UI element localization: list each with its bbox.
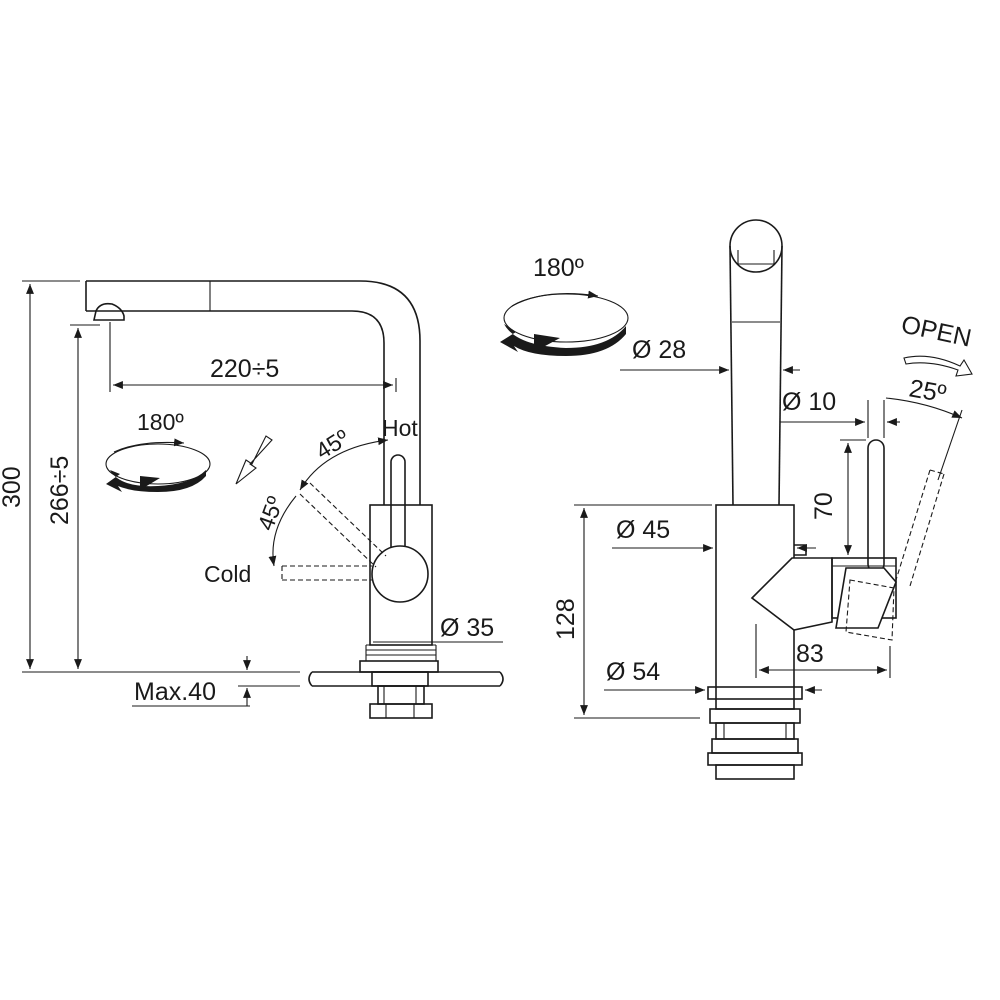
dimension-lever-diameter: Ø 10 [780, 388, 900, 438]
dimension-spout-diameter: Ø 28 [620, 336, 800, 374]
countertop [22, 671, 504, 687]
rotation-icon-right: 180º [500, 254, 629, 356]
mounting-fixing [369, 671, 433, 719]
hot-label: Hot [382, 415, 418, 441]
lever-open-position [845, 469, 945, 641]
rotation-icon: 180º [105, 409, 211, 492]
open-angle-label: 25º [907, 374, 948, 408]
cold-label: Cold [204, 561, 251, 587]
faucet-body-front [707, 504, 807, 780]
dimension-spout-height: 266÷5 [46, 324, 100, 669]
body-diameter-label: Ø 35 [440, 614, 494, 642]
dimension-max-thickness: Max.40 [132, 656, 251, 707]
max-thickness-label: Max.40 [134, 678, 216, 706]
dimension-base-diameter: Ø 54 [604, 658, 822, 694]
total-height-label: 300 [0, 466, 26, 508]
rotation-label-right: 180º [533, 254, 584, 282]
body-diameter-front-label: Ø 45 [616, 516, 670, 544]
open-angle-indicator: OPEN 25º [885, 310, 974, 481]
rotation-label: 180º [137, 409, 184, 435]
direction-arrow-icon [235, 435, 273, 485]
lever-reach-label: 83 [796, 640, 824, 668]
pull-out-spout [85, 280, 421, 505]
dimension-body-diameter-front: Ø 45 [612, 516, 816, 552]
dimension-lever-height: 70 [810, 439, 866, 555]
mixer-lever [281, 454, 429, 603]
lever-upright [835, 439, 897, 629]
dimension-total-height: 300 [0, 280, 300, 673]
spout-diameter-label: Ø 28 [632, 336, 686, 364]
lever-diameter-label: Ø 10 [782, 388, 836, 416]
hot-angle-label: 45º [311, 424, 354, 464]
cold-angle-label: 45º [252, 492, 288, 533]
reach-label: 220÷5 [210, 355, 279, 383]
right-front-view: 180º Ø 28 [500, 219, 974, 780]
open-label: OPEN [899, 310, 974, 352]
dimension-reach: 220÷5 [109, 322, 397, 392]
spout-height-label: 266÷5 [46, 456, 74, 525]
base-diameter-label: Ø 54 [606, 658, 660, 686]
spout-front [729, 219, 783, 506]
body-height-label: 128 [552, 598, 580, 640]
dimension-body-diameter: Ø 35 [373, 614, 503, 643]
lever-height-label: 70 [810, 492, 838, 520]
left-side-view: 300 266÷5 220÷5 180º [0, 280, 504, 719]
faucet-body [359, 504, 439, 673]
dimension-body-height: 128 [552, 504, 712, 719]
dimension-lever-reach: 83 [755, 624, 891, 678]
